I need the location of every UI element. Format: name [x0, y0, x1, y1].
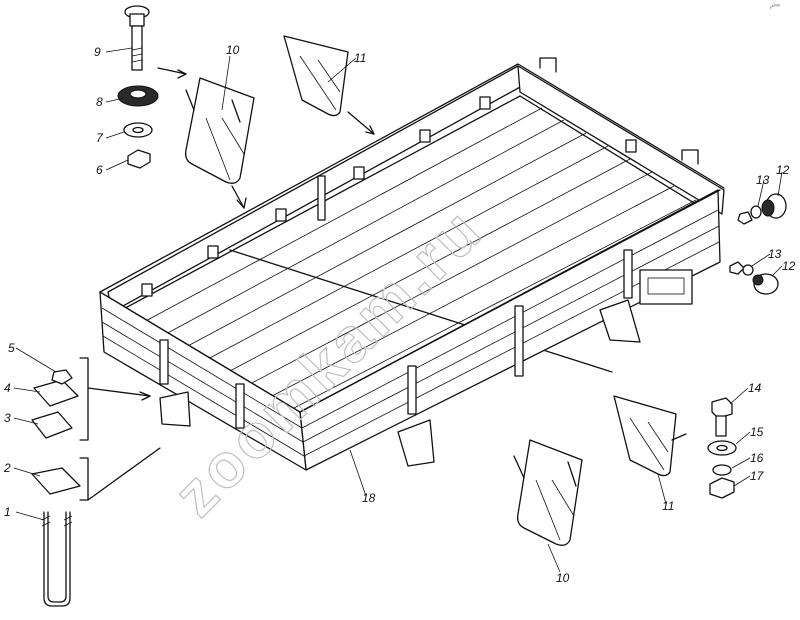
callout-18: 18 [362, 491, 376, 505]
leader-lines [13, 47, 783, 573]
lock-washer-16 [712, 464, 732, 476]
buffer-12-lower [752, 273, 779, 295]
buffer-12-upper [761, 193, 787, 219]
mud-flap-11-top [283, 35, 375, 135]
spacer-part [117, 85, 159, 107]
callout-2: 2 [3, 461, 11, 475]
upper-plate-part [33, 379, 79, 407]
callout-13-top: 13 [756, 173, 770, 187]
nut-17 [709, 477, 735, 499]
callout-6: 6 [96, 163, 103, 177]
callout-9: 9 [94, 45, 101, 59]
callout-labels: 1 2 3 4 5 6 7 8 9 10 11 12 13 14 15 16 1… [3, 43, 796, 585]
corner-code: ᵧ⁸⁰⁰⁰ [769, 4, 780, 10]
callout-7: 7 [96, 131, 104, 145]
clamp-plate-part [31, 467, 81, 495]
nut-part [51, 369, 73, 385]
callout-1: 1 [4, 505, 11, 519]
pad-part [31, 411, 73, 439]
mud-flap-10-bottom [513, 439, 583, 546]
callout-16: 16 [750, 451, 764, 465]
board-hooks [141, 57, 699, 297]
callout-12-bottom: 12 [782, 259, 796, 273]
hex-nut-part [127, 149, 151, 169]
parts-left-column [31, 357, 161, 607]
callout-17: 17 [750, 469, 765, 483]
parts-right [707, 193, 787, 499]
callout-11-bottom: 11 [662, 499, 674, 513]
nut-13-lower [729, 261, 745, 275]
floor-planks [139, 107, 697, 409]
callout-4: 4 [4, 381, 11, 395]
cargo-platform [99, 57, 725, 471]
callout-8: 8 [96, 95, 103, 109]
callout-10-bottom: 10 [556, 571, 570, 585]
callout-3: 3 [4, 411, 11, 425]
callout-13-bottom: 13 [768, 247, 782, 261]
carriage-bolt-part [124, 5, 150, 71]
bolt-14 [711, 397, 733, 437]
callout-11-top: 11 [354, 51, 366, 65]
u-bolt-part [41, 511, 73, 607]
callout-14: 14 [748, 381, 762, 395]
parts-top-left [117, 5, 187, 169]
mud-flap-11-bottom [613, 395, 687, 477]
callout-15: 15 [750, 425, 764, 439]
callout-10-top: 10 [226, 43, 240, 57]
callout-12-top: 12 [776, 163, 790, 177]
mud-flaps [184, 35, 687, 546]
mud-flap-10-top [184, 77, 255, 209]
washer-13-upper [750, 205, 762, 219]
callout-5: 5 [8, 341, 15, 355]
underframe-brackets [159, 269, 693, 467]
